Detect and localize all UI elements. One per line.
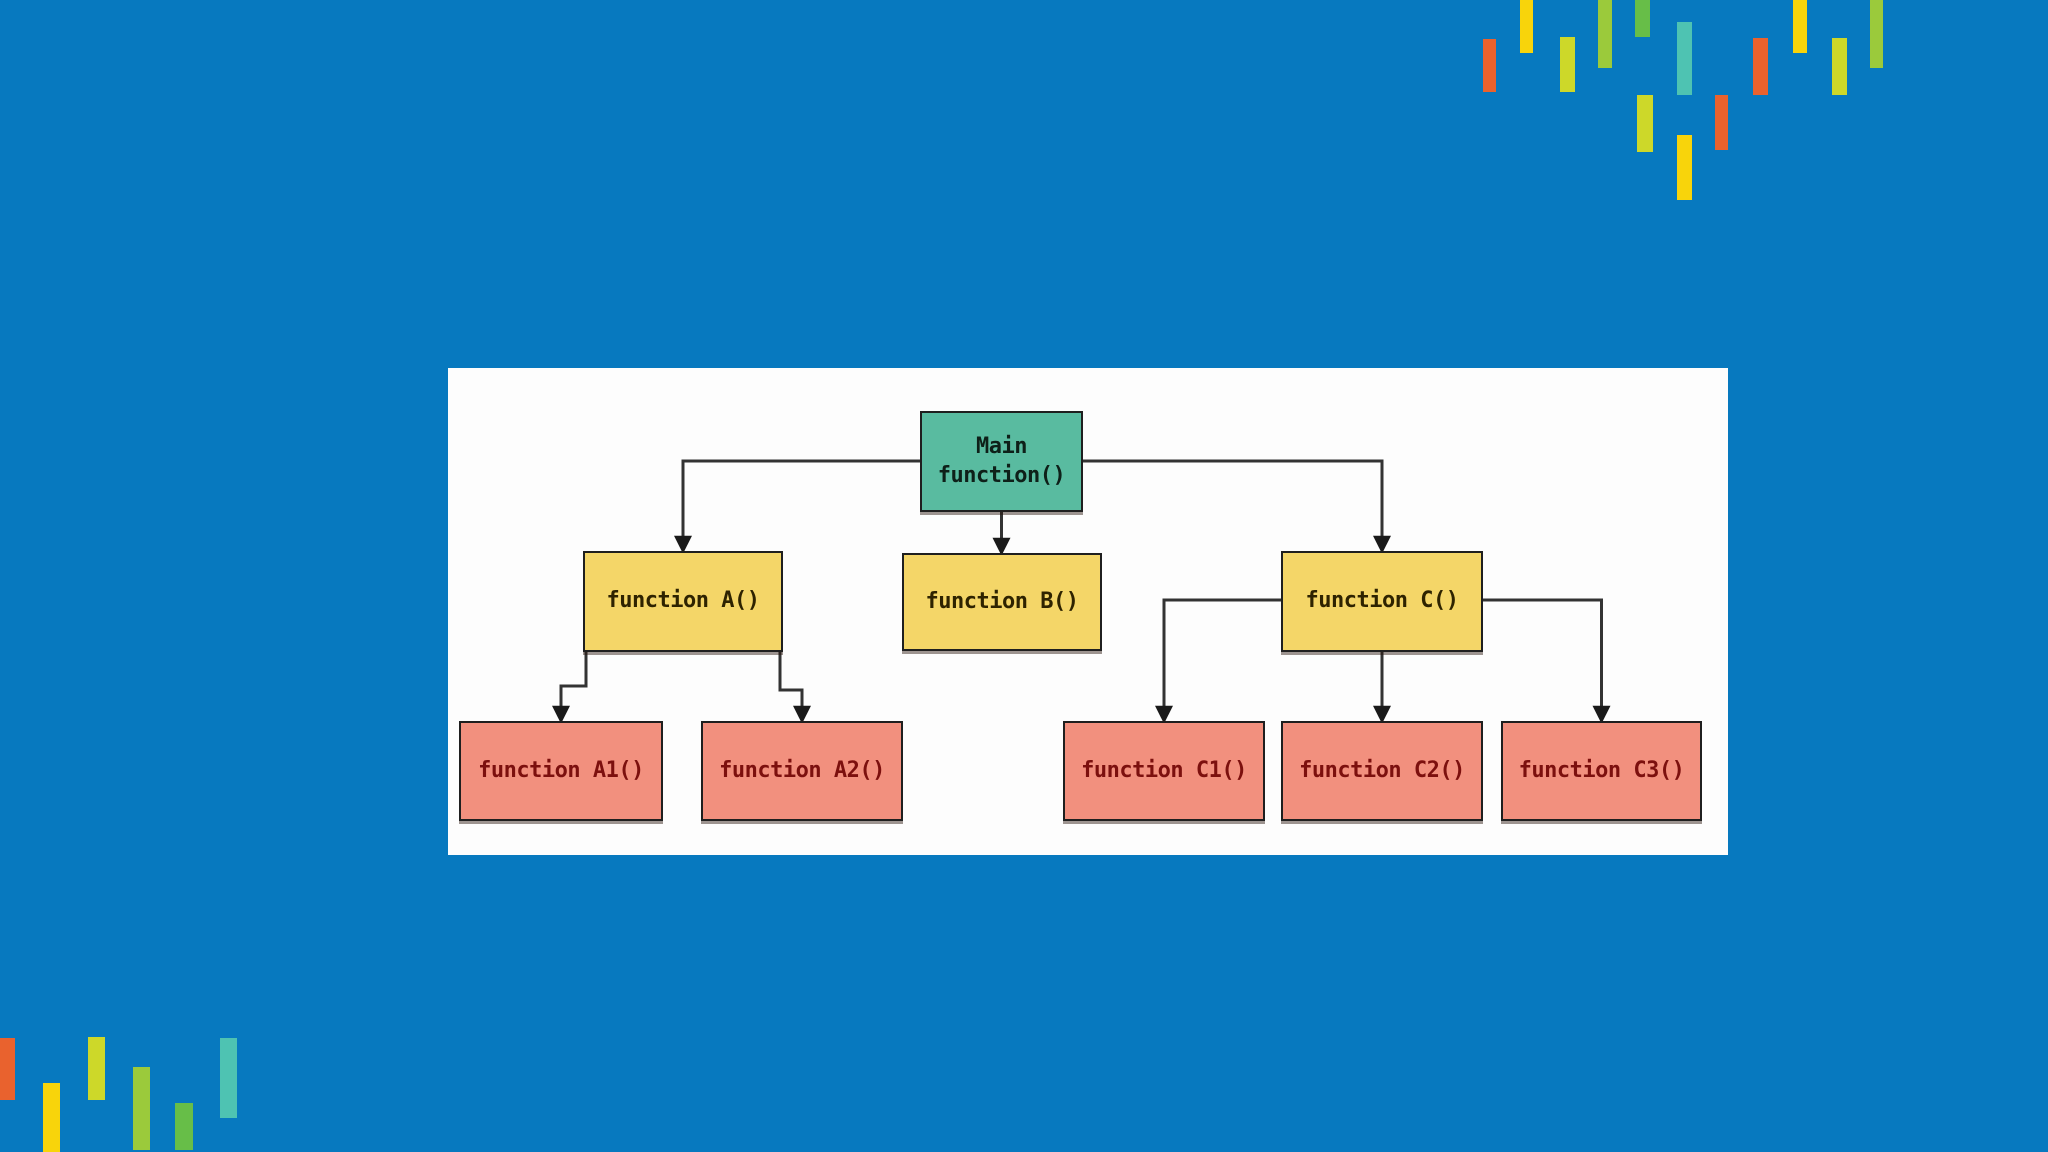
node-label: Main function() [937, 433, 1066, 488]
edge-c-to-c1 [1155, 598, 1281, 724]
accent-bar [133, 1067, 150, 1150]
accent-bar [0, 1038, 15, 1100]
edge-c-to-c3 [1483, 598, 1611, 724]
node-label: function C1() [1081, 757, 1247, 783]
edge-main-to-c [1083, 459, 1391, 554]
node-function-c3: function C3() [1501, 721, 1702, 821]
accent-bar [43, 1083, 60, 1152]
accent-bar [175, 1103, 193, 1150]
accent-bar [1753, 38, 1768, 95]
node-main-function: Main function() [920, 411, 1083, 512]
accent-bar [1637, 95, 1653, 152]
node-function-b: function B() [902, 553, 1102, 651]
node-label: function A() [606, 588, 760, 614]
node-function-c: function C() [1281, 551, 1483, 652]
node-function-c2: function C2() [1281, 721, 1483, 821]
node-function-a1: function A1() [459, 721, 663, 821]
node-label: function C2() [1299, 757, 1465, 783]
accent-bar [220, 1038, 237, 1118]
accent-bar [1832, 38, 1847, 95]
accent-bar [1635, 0, 1650, 37]
accent-bar [1715, 95, 1728, 150]
node-function-c1: function C1() [1063, 721, 1265, 821]
accent-bar [1677, 22, 1692, 95]
accent-bar [1520, 0, 1533, 53]
node-function-a: function A() [583, 551, 783, 652]
node-label: function C() [1305, 588, 1459, 614]
accent-bar [1560, 37, 1575, 92]
node-label: function A1() [478, 757, 644, 783]
connector-lines [552, 459, 1611, 724]
accent-bar [1677, 135, 1692, 200]
accent-bar [1870, 0, 1883, 68]
accent-bar [1598, 0, 1612, 68]
edge-a-to-a2 [778, 652, 811, 724]
diagram-panel: Main function() function A() function B(… [448, 368, 1728, 855]
accent-bar [1793, 0, 1807, 53]
edge-main-to-a [674, 459, 920, 554]
node-label: function C3() [1518, 757, 1685, 783]
node-label: function B() [925, 588, 1079, 614]
edge-a-to-a1 [552, 652, 588, 724]
accent-bar [1483, 39, 1496, 92]
accent-bar [88, 1037, 105, 1100]
node-function-a2: function A2() [701, 721, 903, 821]
node-label: function A2() [719, 757, 885, 783]
